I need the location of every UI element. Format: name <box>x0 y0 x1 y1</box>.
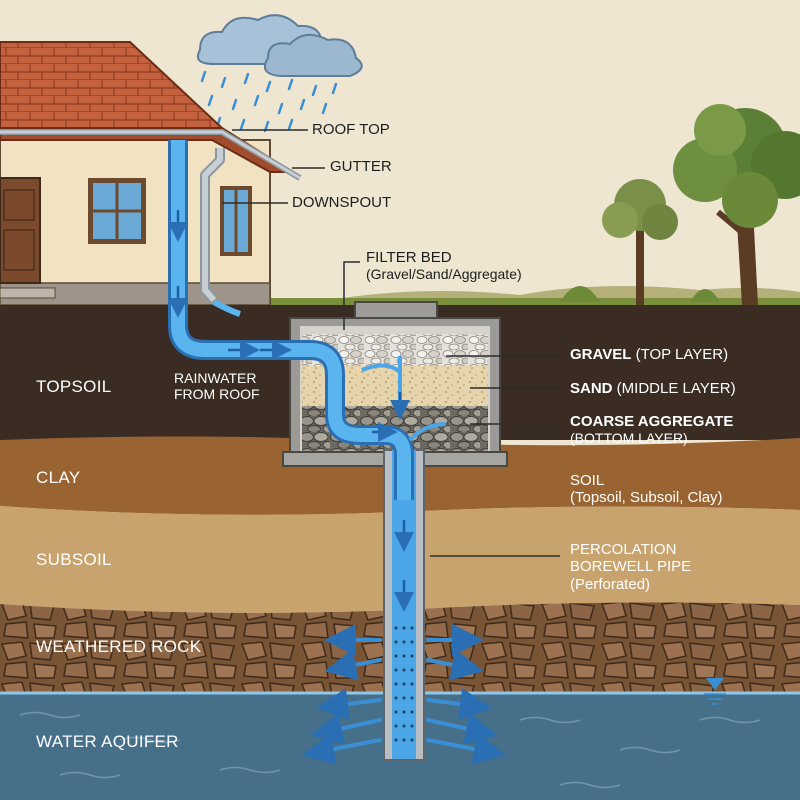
sand-rest: (MIDDLE LAYER) <box>612 380 736 397</box>
coarse-aggregate-label: COARSE AGGREGATE (BOTTOM LAYER) <box>570 413 733 446</box>
pipe-subtitle: (Perforated) <box>570 575 651 593</box>
soil-label: SOIL (Topsoil, Subsoil, Clay) <box>570 472 723 507</box>
filter-bed-label: FILTER BED (Gravel/Sand/Aggregate) <box>366 249 522 282</box>
clay-label: CLAY <box>36 468 81 487</box>
gutter-label: GUTTER <box>330 158 392 175</box>
soil-title: SOIL <box>570 472 605 489</box>
rainwater-line2: FROM ROOF <box>174 386 260 403</box>
house <box>0 41 302 306</box>
tree-large <box>673 104 800 305</box>
borewell-pipe-label: PERCOLATION BOREWELL PIPE (Perforated) <box>570 541 691 593</box>
subsoil-label: SUBSOIL <box>36 550 112 569</box>
gravel-label: GRAVEL (TOP LAYER) <box>570 346 728 363</box>
percolation-arrows <box>302 624 506 765</box>
rain-drops <box>200 70 338 133</box>
sand-bold: SAND <box>570 380 613 397</box>
pipe-line2: BOREWELL PIPE <box>570 558 692 576</box>
cloud-icon <box>196 14 363 77</box>
rainwater-label: RAINWATER FROM ROOF <box>174 370 260 402</box>
water-aquifer-label: WATER AQUIFER <box>36 732 179 751</box>
coarse-title: COARSE AGGREGATE <box>570 413 734 430</box>
pipe-line1: PERCOLATION <box>570 541 677 558</box>
roof-top-label: ROOF TOP <box>312 121 390 138</box>
tree-small <box>602 179 678 305</box>
downspout-label: DOWNSPOUT <box>292 194 392 211</box>
filter-bed-subtitle: (Gravel/Sand/Aggregate) <box>366 266 522 283</box>
rainwater-line1: RAINWATER <box>174 370 257 386</box>
flow-arrows <box>168 210 414 612</box>
topsoil-label: TOPSOIL <box>36 377 112 396</box>
water-table-icon <box>704 678 726 705</box>
sand-label: SAND (MIDDLE LAYER) <box>570 380 736 397</box>
gravel-bold: GRAVEL <box>570 346 632 363</box>
gravel-rest: (TOP LAYER) <box>631 346 729 363</box>
soil-subtitle: (Topsoil, Subsoil, Clay) <box>570 489 723 507</box>
leader-lines <box>222 129 560 557</box>
filter-bed-title: FILTER BED <box>366 249 452 266</box>
coarse-subtitle: (BOTTOM LAYER) <box>570 430 688 447</box>
weathered-rock-label: WEATHERED ROCK <box>36 637 202 656</box>
